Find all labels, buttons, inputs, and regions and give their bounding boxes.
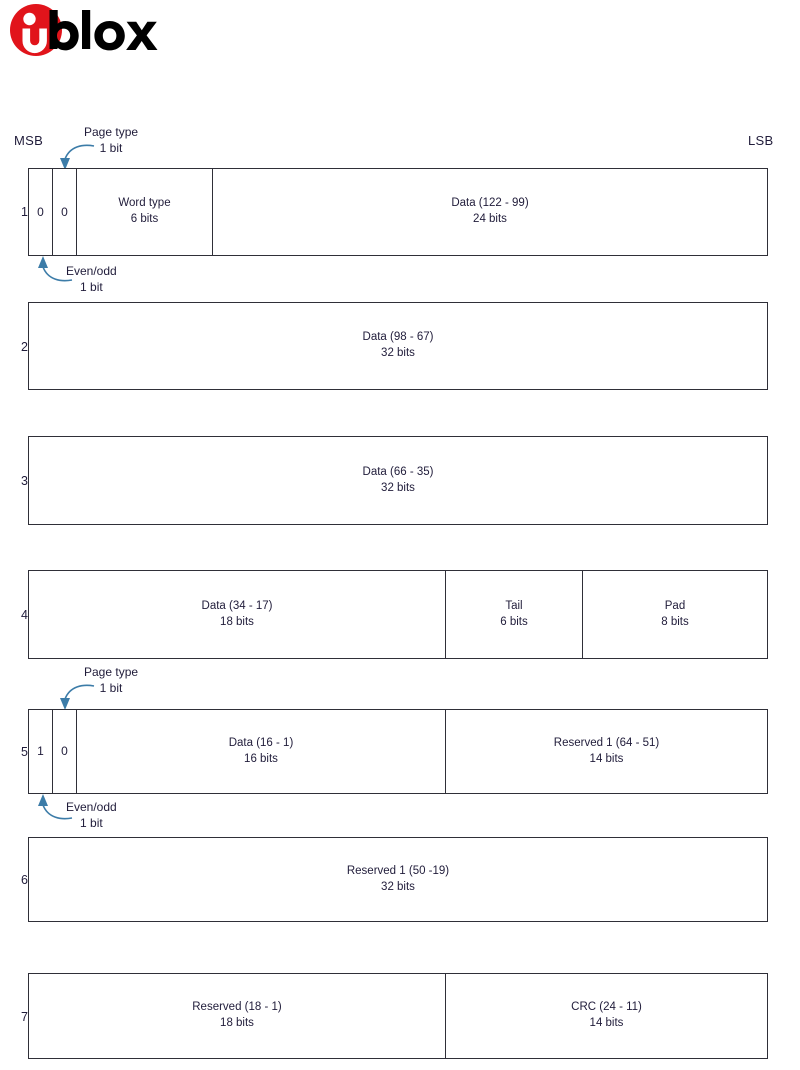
cell-row1-data-122-99: Data (122 - 99) 24 bits <box>213 169 767 255</box>
ublox-logo-svg <box>10 4 158 56</box>
logo-wordmark <box>49 10 158 51</box>
cell-row6-reserved-1-50-19: Reserved 1 (50 -19) 32 bits <box>29 838 767 921</box>
cell-row4-tail: Tail 6 bits <box>446 571 583 658</box>
annotation-page-type-1: Page type 1 bit <box>84 125 138 156</box>
annotation-line1: Even/odd <box>66 264 117 278</box>
word-row-5: 1 0 Data (16 - 1) 16 bits Reserved 1 (64… <box>28 709 768 794</box>
annotation-line1: Even/odd <box>66 800 117 814</box>
cell-line1: Data (16 - 1) <box>228 736 294 749</box>
cell-row5-even-odd-bit: 1 <box>29 710 53 793</box>
word-row-3: Data (66 - 35) 32 bits <box>28 436 768 525</box>
cell-line2: 14 bits <box>589 752 624 765</box>
cell-line2: 32 bits <box>381 347 415 359</box>
row-number-6: 6 <box>21 873 28 887</box>
cell-line1: Reserved 1 (64 - 51) <box>553 736 660 749</box>
annotation-line2: 1 bit <box>99 140 123 155</box>
annotation-line2: 1 bit <box>80 279 103 294</box>
cell-row3-data-66-35: Data (66 - 35) 32 bits <box>29 437 767 524</box>
cell-row4-pad: Pad 8 bits <box>583 571 767 658</box>
row-number-7: 7 <box>21 1010 28 1024</box>
lsb-label: LSB <box>748 133 774 148</box>
word-row-2: Data (98 - 67) 32 bits <box>28 302 768 390</box>
row-number-4: 4 <box>21 608 28 622</box>
cell-row5-reserved-1-64-51: Reserved 1 (64 - 51) 14 bits <box>446 710 767 793</box>
cell-line2: 6 bits <box>500 615 528 628</box>
cell-line2: 8 bits <box>661 615 689 628</box>
annotation-page-type-2: Page type 1 bit <box>84 665 138 696</box>
cell-line1: Pad <box>664 599 686 612</box>
cell-line2: 6 bits <box>130 213 159 225</box>
cell-line2: 16 bits <box>244 752 278 765</box>
row-number-2: 2 <box>21 340 28 354</box>
cell-line1: 0 <box>37 204 44 219</box>
cell-row7-crc-24-11: CRC (24 - 11) 14 bits <box>446 974 767 1058</box>
cell-line2: 18 bits <box>220 615 254 628</box>
cell-line2: 32 bits <box>381 481 415 494</box>
annotation-even-odd-1: Even/odd 1 bit <box>66 264 117 295</box>
cell-line1: 0 <box>61 744 68 759</box>
row-number-5: 5 <box>21 745 28 759</box>
cell-row4-data-34-17: Data (34 - 17) 18 bits <box>29 571 446 658</box>
annotation-line1: Page type <box>84 665 139 679</box>
logo-mark <box>10 4 62 56</box>
annotation-even-odd-2: Even/odd 1 bit <box>66 800 117 831</box>
annotation-line2: 1 bit <box>80 815 103 830</box>
word-row-7: Reserved (18 - 1) 18 bits CRC (24 - 11) … <box>28 973 768 1059</box>
cell-row5-page-type-bit: 0 <box>53 710 77 793</box>
cell-line1: 1 <box>37 744 44 759</box>
cell-line2: 14 bits <box>589 1017 624 1029</box>
cell-line1: CRC (24 - 11) <box>571 1001 642 1014</box>
annotation-line1: Page type <box>84 125 139 139</box>
cell-row1-word-type: Word type 6 bits <box>77 169 213 255</box>
word-row-6: Reserved 1 (50 -19) 32 bits <box>28 837 768 922</box>
cell-row1-page-type-bit: 0 <box>53 169 77 255</box>
cell-line1: 0 <box>61 204 68 219</box>
cell-row2-data-98-67: Data (98 - 67) 32 bits <box>29 303 767 389</box>
cell-row7-reserved-18-1: Reserved (18 - 1) 18 bits <box>29 974 446 1058</box>
cell-line2: 32 bits <box>381 880 415 893</box>
annotation-line2: 1 bit <box>99 680 123 695</box>
cell-line2: 24 bits <box>473 213 507 225</box>
cell-line1: Reserved 1 (50 -19) <box>346 864 450 877</box>
word-row-1: 0 0 Word type 6 bits Data (122 - 99) 24 … <box>28 168 768 256</box>
row-number-3: 3 <box>21 474 28 488</box>
cell-line1: Word type <box>118 197 171 210</box>
word-row-4: Data (34 - 17) 18 bits Tail 6 bits Pad 8… <box>28 570 768 659</box>
cell-line1: Data (122 - 99) <box>451 197 529 210</box>
ublox-logo <box>8 4 198 60</box>
cell-row1-even-odd-bit: 0 <box>29 169 53 255</box>
row-number-1: 1 <box>21 205 28 219</box>
msb-label: MSB <box>14 133 44 148</box>
cell-line1: Reserved (18 - 1) <box>192 1001 282 1014</box>
cell-line1: Data (66 - 35) <box>362 465 434 478</box>
cell-line1: Tail <box>505 599 523 612</box>
cell-row5-data-16-1: Data (16 - 1) 16 bits <box>77 710 446 793</box>
cell-line1: Data (98 - 67) <box>362 331 434 344</box>
cell-line2: 18 bits <box>220 1017 254 1029</box>
cell-line1: Data (34 - 17) <box>201 599 273 612</box>
